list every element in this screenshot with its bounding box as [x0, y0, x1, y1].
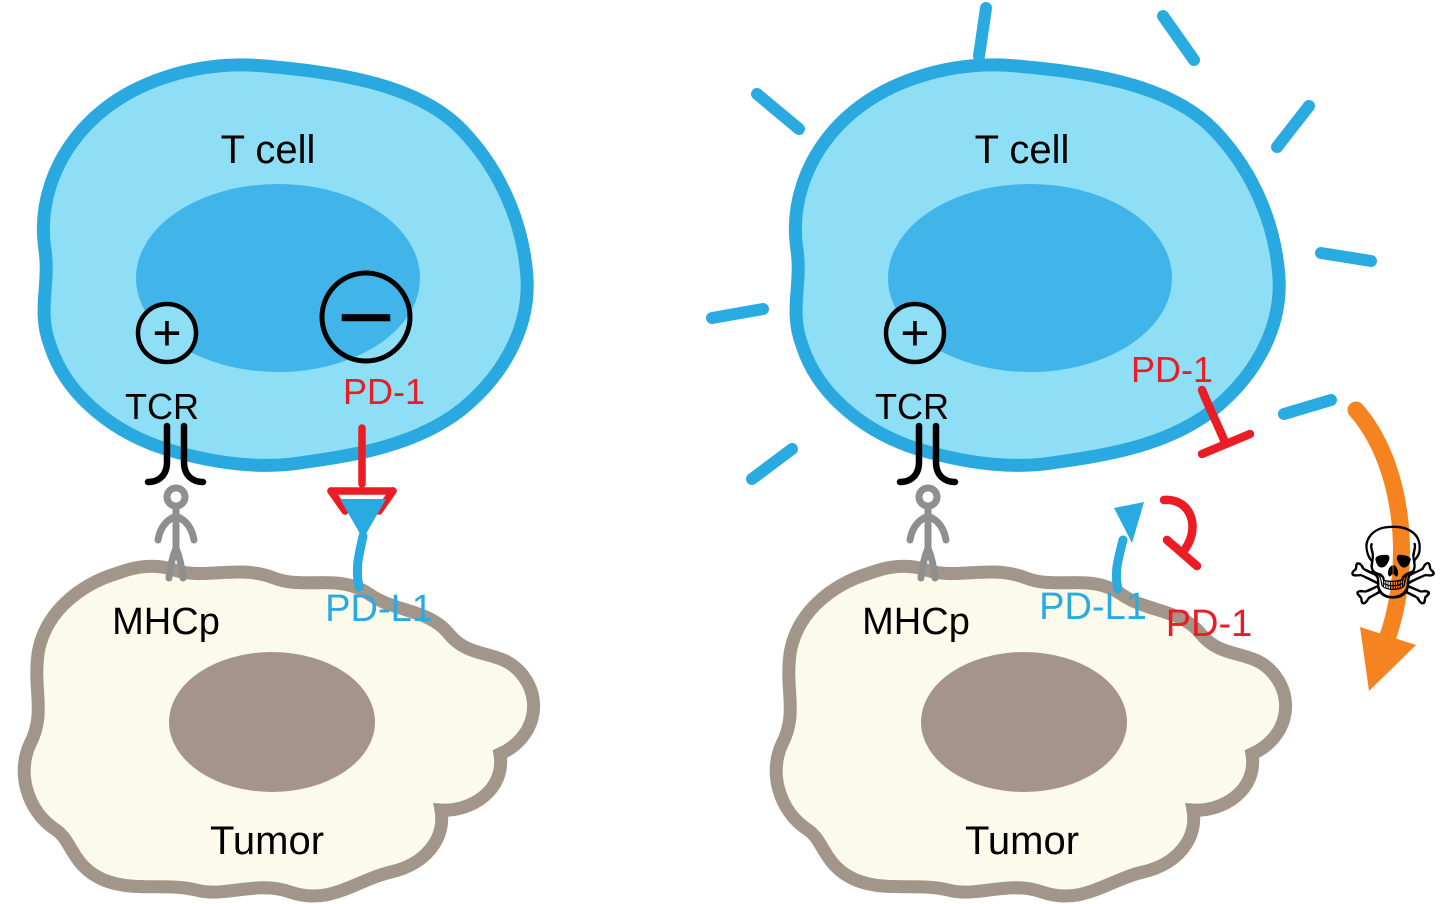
right-panel: T cell + TCR PD-1 MHCp PD-L1 PD-1 Tumor [776, 65, 1285, 896]
tumor-label: Tumor [965, 819, 1079, 863]
tcr-label: TCR [125, 386, 199, 427]
t-cell-label: T cell [221, 128, 316, 172]
pd1-membrane-label: PD-1 [1131, 349, 1213, 390]
plus-sign: + [900, 305, 929, 361]
arrowhead [1360, 627, 1416, 691]
pd1-hook-blocked-symbol [1159, 495, 1202, 571]
pdl1-label: PD-L1 [1039, 586, 1147, 628]
minus-circle [319, 270, 413, 364]
activation-ray [973, 2, 992, 62]
tumor-label: Tumor [210, 819, 324, 863]
plus-circle [883, 301, 947, 365]
activation-ray [1278, 394, 1337, 420]
mhcp-label: MHCp [862, 601, 970, 643]
tumor-cell-nucleus [169, 652, 375, 792]
skull-icon: ☠ [1345, 506, 1440, 631]
activation-ray [746, 443, 798, 485]
activation-ray [1271, 100, 1315, 153]
pd1-blocked-label: PD-1 [1166, 603, 1253, 645]
mhcp-label: MHCp [112, 601, 220, 643]
tumor-death-arrow [1347, 401, 1416, 691]
activation-rays [706, 2, 1377, 485]
plus-circle [135, 301, 199, 365]
left-panel: T cell + − TCR PD-1 MHCp PD-L1 Tumor [24, 65, 533, 896]
activation-ray [1315, 247, 1377, 267]
pdl1-label: PD-L1 [325, 588, 433, 630]
pd1-blocked-symbol [1197, 385, 1255, 459]
activation-ray [1157, 10, 1200, 66]
minus-sign: − [337, 261, 395, 373]
activation-ray [751, 88, 805, 135]
plus-sign: + [152, 305, 181, 361]
pdl1-ligand [340, 499, 386, 592]
pdl1-ligand [1111, 502, 1144, 594]
pd1-receptor [327, 424, 397, 515]
activation-ray [706, 303, 769, 324]
tcr-label: TCR [875, 386, 949, 427]
tumor-cell-nucleus [921, 652, 1127, 792]
t-cell-label: T cell [975, 128, 1070, 172]
pd1-label: PD-1 [343, 371, 425, 412]
